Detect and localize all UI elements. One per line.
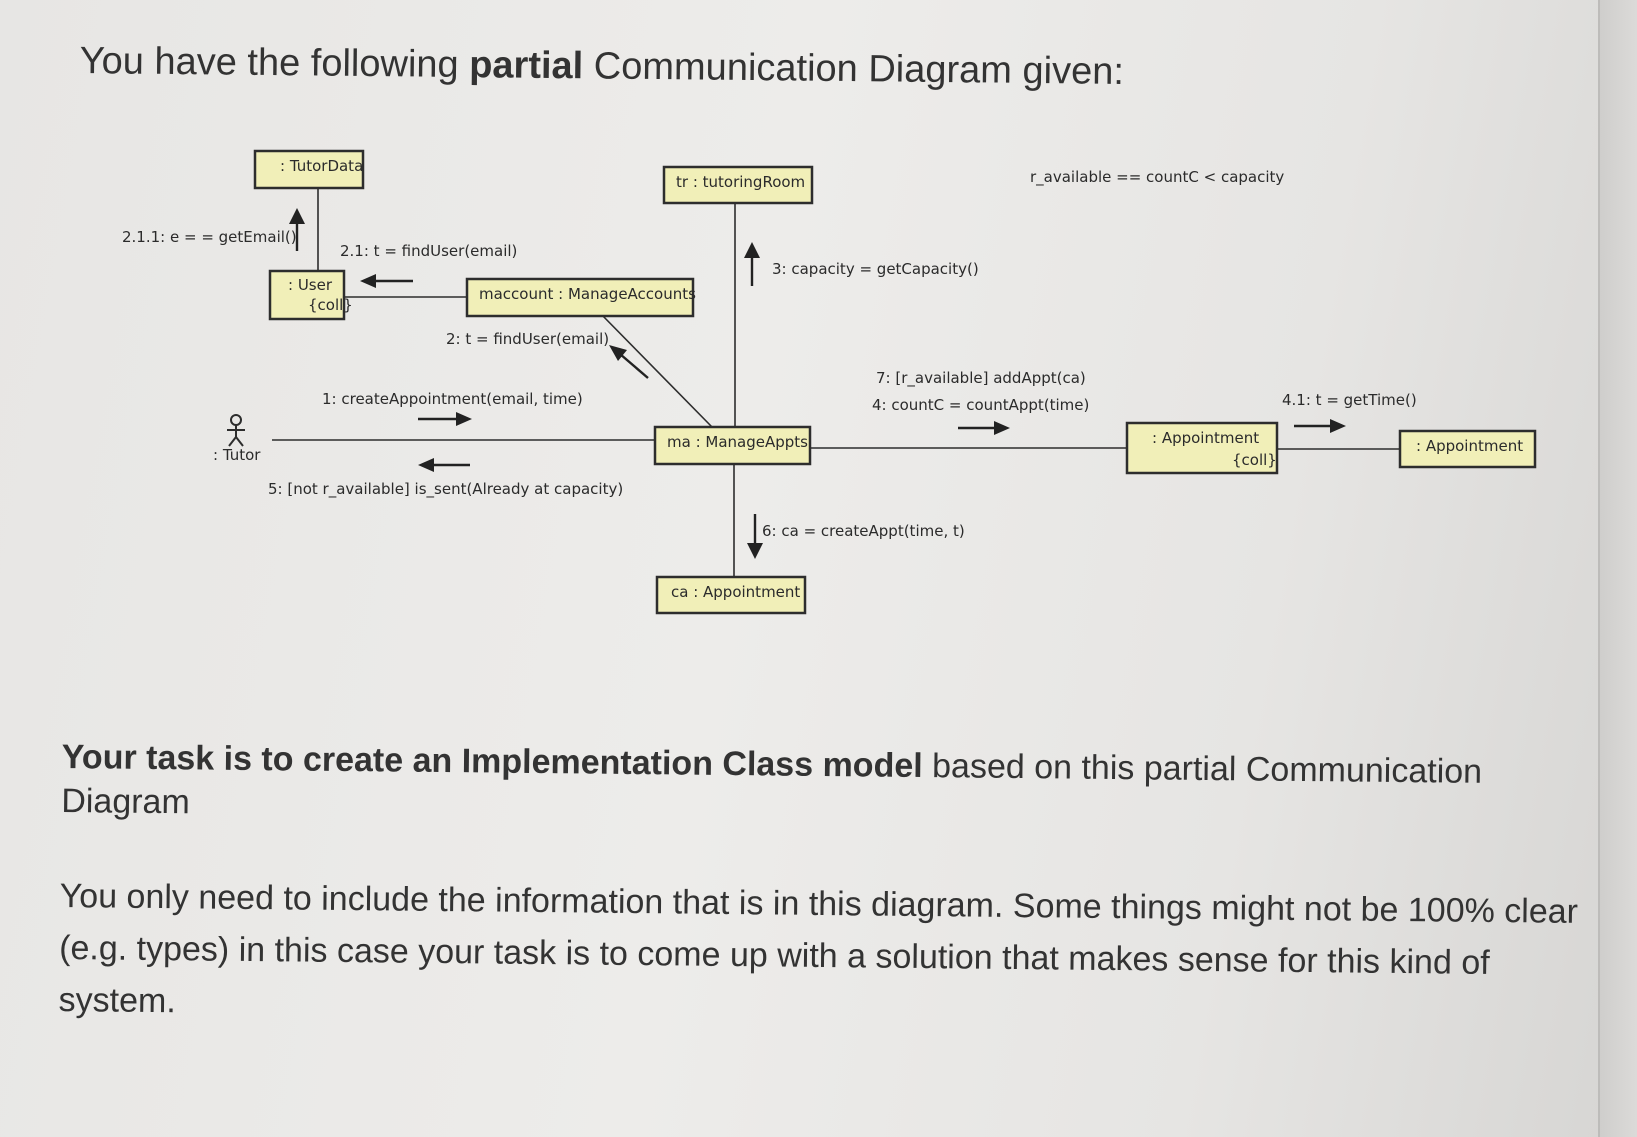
constraint-note: r_available == countC < capacity (1030, 168, 1284, 187)
arrow-4-1 (1294, 419, 1346, 433)
object-tutordata: : TutorData (253, 149, 365, 190)
arrow-4-7 (958, 421, 1010, 435)
object-tutordata-label: : TutorData (280, 157, 363, 175)
message-2-1-1: 2.1.1: e = = getEmail() (122, 228, 297, 246)
object-user-coll-label: {coll} (308, 296, 353, 314)
message-2: 2: t = findUser(email) (446, 330, 609, 348)
link-manageaccounts-manageappts (599, 312, 713, 428)
arrow-2 (609, 345, 649, 379)
object-appointment-label: : Appointment (1416, 437, 1523, 455)
message-4-1: 4.1: t = getTime() (1282, 391, 1417, 409)
object-manageappts: ma : ManageAppts (653, 425, 812, 466)
object-appointment-ca-label: ca : Appointment (671, 583, 800, 601)
arrow-2-1 (360, 274, 413, 288)
arrow-5 (418, 458, 470, 472)
arrow-6 (747, 514, 763, 559)
object-manageaccounts-label: maccount : ManageAccounts (479, 285, 696, 303)
object-appointment-coll-coll-label: {coll} (1232, 451, 1277, 469)
message-5: 5: [not r_available] is_sent(Already at … (268, 480, 623, 499)
message-6: 6: ca = createAppt(time, t) (762, 522, 965, 540)
arrow-1 (418, 412, 472, 426)
object-tutoringroom-label: tr : tutoringRoom (676, 173, 805, 191)
message-1: 1: createAppointment(email, time) (322, 390, 583, 408)
object-manageaccounts: maccount : ManageAccounts (465, 277, 696, 318)
tutor-actor-icon (227, 414, 245, 447)
object-appointment-collection: : Appointment {coll} (1125, 421, 1279, 475)
message-2-1: 2.1: t = findUser(email) (340, 242, 517, 260)
object-appointment: : Appointment (1398, 429, 1537, 469)
object-appointment-ca: ca : Appointment (655, 575, 807, 615)
object-manageappts-label: ma : ManageAppts (667, 433, 808, 451)
task-bold: Your task is to create an Implementation… (61, 737, 923, 786)
message-7: 7: [r_available] addAppt(ca) (876, 369, 1086, 388)
tutor-actor-label: : Tutor (213, 446, 261, 464)
message-3: 3: capacity = getCapacity() (772, 260, 979, 278)
arrow-2-1-1 (289, 208, 305, 251)
object-tutoringroom: tr : tutoringRoom (662, 165, 814, 205)
message-4: 4: countC = countAppt(time) (872, 396, 1089, 414)
screen-edge (1598, 0, 1637, 1137)
task-note: You only need to include the information… (58, 876, 1579, 1021)
task-statement: Your task is to create an Implementation… (61, 735, 1562, 839)
object-user-label: : User (288, 276, 333, 294)
object-user-collection: : User {coll} (268, 269, 353, 321)
arrow-3 (744, 242, 760, 286)
object-appointment-coll-label: : Appointment (1152, 429, 1259, 447)
